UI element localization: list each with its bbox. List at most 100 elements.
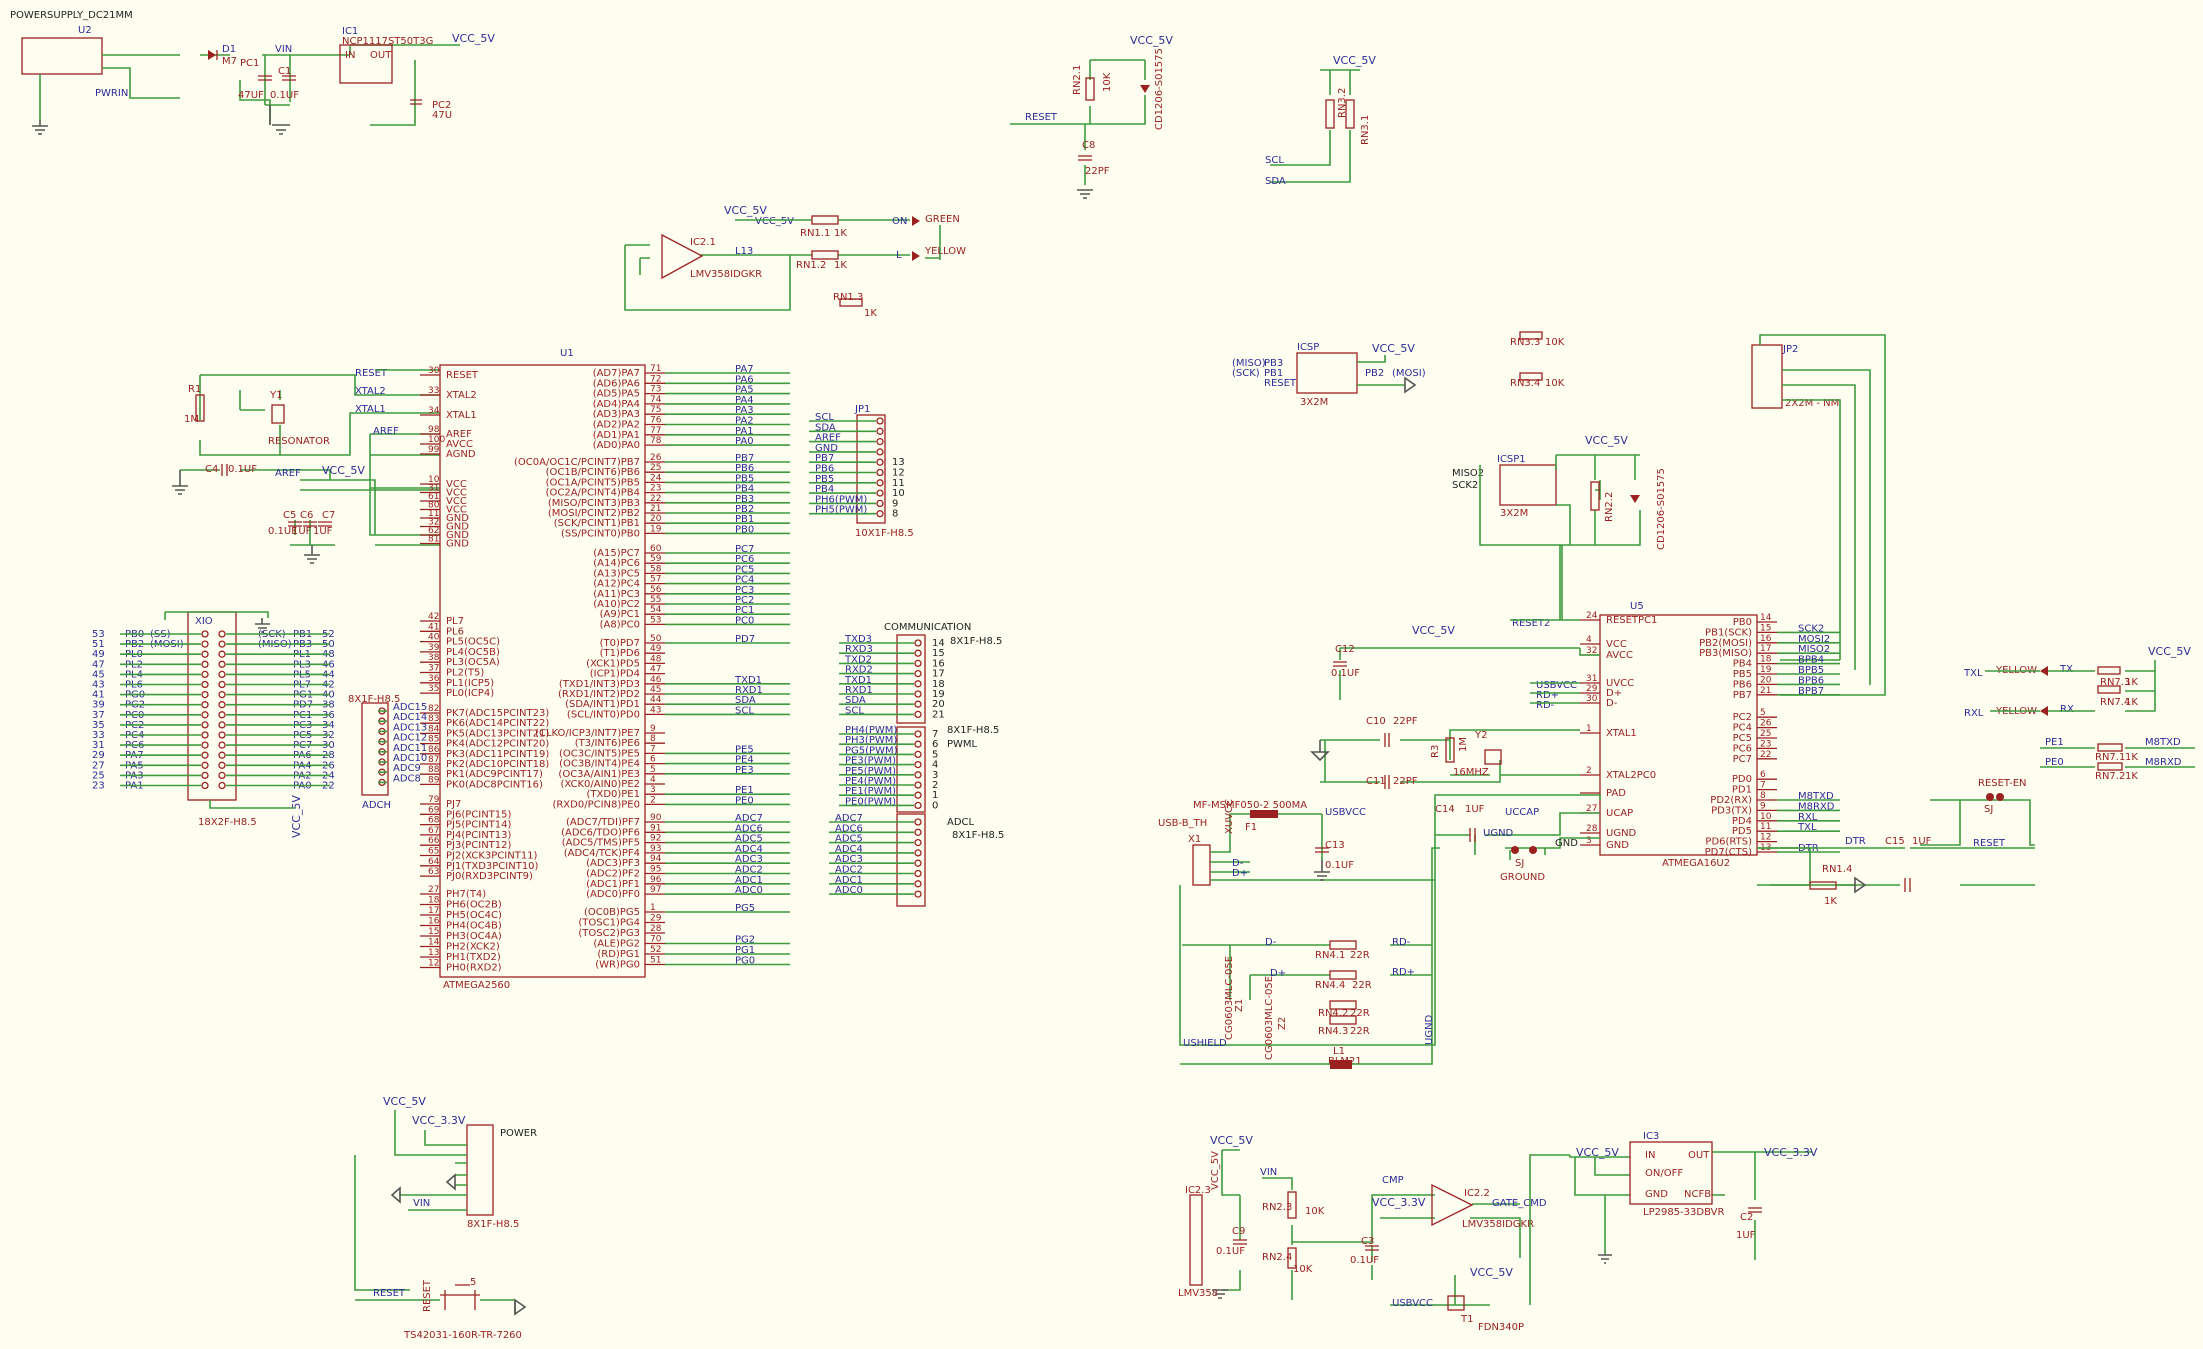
- pwml-row-net: PE0(PWM): [845, 796, 896, 807]
- icsp-pb2: PB2: [1365, 368, 1384, 379]
- u5-right-pin-number: 15: [1760, 623, 1771, 633]
- u1-right-pb-net-label: PB5: [735, 473, 754, 484]
- u5-left-pin-name: VCC: [1606, 639, 1627, 650]
- rn2-4-value: 10K: [1293, 1264, 1313, 1275]
- rn1-4-ref: RN1.4: [1822, 864, 1852, 875]
- u5-net-label: TXL: [1797, 822, 1817, 833]
- reset-en-ref: SJ: [1984, 804, 1993, 815]
- adch-row-net: ADC11: [393, 743, 427, 754]
- c14-ref: C14: [1435, 804, 1455, 815]
- xio-left-num: 53: [92, 629, 105, 640]
- c12-ref: C12: [1335, 644, 1355, 655]
- adch-header: 8X1F-H8.5 ADCH ADC15ADC14ADC13ADC12ADC11…: [348, 694, 427, 811]
- u5-left-pin-number: 4: [1586, 635, 1592, 645]
- adch-ref: ADCH: [362, 800, 391, 811]
- c6-value: 1UF: [292, 526, 312, 537]
- u1-right-pc-net-label: PC2: [735, 595, 754, 606]
- jp1-row-net: AREF: [815, 433, 841, 444]
- u5-usb-wires: [1530, 682, 1580, 704]
- comm-row-pin: [914, 680, 922, 688]
- u1-left-supply-pin-number: 80: [428, 501, 440, 511]
- u1-ref: U1: [560, 348, 574, 359]
- u5-right-pin-name: PB1(SCK): [1705, 627, 1752, 638]
- adch-row-net: ADC9: [393, 763, 421, 774]
- u1-right-pc-net-label: PC0: [735, 615, 754, 626]
- xio-pin-right: [218, 701, 226, 709]
- ic3-body: [1629, 1141, 1713, 1205]
- u5-right-pin-name: PB7: [1733, 690, 1752, 701]
- vcc5v-c5: VCC_5V: [322, 464, 365, 477]
- xio-left-num: 45: [92, 669, 105, 680]
- u1-right-pc-pin-name: (A12)PC4: [593, 579, 640, 590]
- u1-left-ph-pin-name: PH7(T4): [446, 889, 486, 900]
- jp1-row-pin: [876, 499, 884, 508]
- adch-row-net: ADC12: [393, 733, 427, 744]
- u1-left-supply-pin-number: 61: [428, 492, 439, 502]
- u1-right-pe-pin-name: (RXD0/PCIN8)PE0: [552, 799, 640, 810]
- adch-body: [361, 702, 389, 796]
- comm-row-pin: [914, 639, 922, 647]
- xio-pin-left: [201, 721, 209, 729]
- comm-row-number: 19: [932, 689, 945, 700]
- ucap-dtr: C14 1UF UCCAP UGND GND SJ GROUND DTR C15…: [1435, 799, 2035, 907]
- c11-ref: C11: [1366, 776, 1386, 787]
- ic1-pin-out: OUT: [370, 50, 392, 61]
- xio-pin-right: [218, 781, 226, 790]
- u1-right-pc-net-label: PC3: [735, 585, 754, 596]
- pwml-row-net: PE1(PWM): [845, 786, 896, 797]
- u1-support: R1 1M Y1 RESONATOR XTAL2 XTAL1 RESET ARE…: [172, 368, 440, 564]
- adcl-value: 8X1F-H8.5: [952, 830, 1004, 841]
- u1-right-pe-pin-name: (XCK0/AIN0)PE2: [560, 779, 640, 790]
- vin-net: VIN: [275, 44, 292, 55]
- u1-right-pf-pin-name: (ADC5/TMS)PF5: [562, 838, 640, 849]
- xtal2-net: XTAL2: [355, 386, 386, 397]
- u1-right-pa-pin-name: (AD2)PA2: [593, 420, 640, 431]
- pc1-ref: PC1: [240, 58, 259, 69]
- u1-right-pe-pin-number: 6: [650, 755, 656, 765]
- u1-right-pb-pin-name: (OC1A/PCINT5)PB5: [546, 477, 640, 488]
- u1-right-pd-pin-name: (XCK1)PD5: [586, 658, 640, 669]
- u1-left-power-pin-number: 33: [428, 386, 439, 396]
- comm-row-net: TXD3: [844, 634, 872, 645]
- u1-left-pk-pin-number: 85: [428, 735, 439, 745]
- u1-left-pk-pin-name: PK5(ADC13PCINT21): [446, 728, 549, 739]
- adcl-row-net: ADC7: [835, 813, 863, 824]
- u1-right-pa-net-label: PA1: [735, 426, 754, 437]
- u1-right-pe-pin-name: (T3/INT6)PE6: [575, 738, 640, 749]
- u1-left-ph-pin-name: PH5(OC4C): [446, 910, 502, 921]
- u1-left-pk-pin-number: 88: [428, 765, 440, 775]
- u1-right-pa-pin-number: 76: [650, 416, 662, 426]
- u1-left-pj-pin-number: 69: [428, 805, 440, 815]
- y2-value: 16MHZ: [1453, 767, 1489, 778]
- jp1-row-number: 8: [892, 509, 898, 520]
- adch-value: 8X1F-H8.5: [348, 694, 400, 705]
- u1-left-pk-pin-name: PK0(ADC8PCINT16): [446, 779, 543, 790]
- u1-right-pd-pin-name: (TXD1/INT3)PD3: [559, 679, 640, 690]
- u1-right-pf-net-label: ADC3: [735, 854, 763, 865]
- u5-right-pin-number: 6: [1760, 770, 1766, 780]
- u5-right-pin-name: PB6: [1733, 679, 1752, 690]
- u1-left-pj-pin-number: 64: [428, 857, 440, 867]
- xio-left-num: 49: [92, 649, 105, 660]
- u1-right-pc-pin-name: (A11)PC3: [593, 589, 640, 600]
- c3-value: 0.1UF: [1350, 1255, 1379, 1266]
- u1-right-pc-pin-name: (A15)PC7: [593, 548, 640, 559]
- reset-switch-pin: RESET: [422, 1279, 433, 1312]
- c6-ref: C6: [300, 510, 313, 521]
- u1-right-pa-net-label: PA4: [735, 395, 754, 406]
- u1-left-supply-pin-name: GND: [446, 539, 469, 550]
- reset-net-top: RESET: [1025, 112, 1058, 123]
- u5-left-pin-name: D+: [1606, 688, 1622, 699]
- dm-usb: D-: [1232, 858, 1244, 869]
- u1-left-pj-pin-number: 68: [428, 816, 440, 826]
- u1-right-pf-pin-name: (ADC4/TCK)PF4: [564, 848, 640, 859]
- vcc5v-ic23: VCC_5V: [1210, 1134, 1253, 1147]
- icsp-pb1: PB1: [1264, 368, 1283, 379]
- xio-left-num: 33: [92, 730, 105, 741]
- u1-left-pl-pin-number: 39: [428, 643, 440, 653]
- u5-left-pin-name: XTAL1: [1606, 728, 1637, 739]
- jp1-value: 10X1F-H8.5: [855, 528, 914, 539]
- u5-left-pin-name: AVCC: [1606, 650, 1633, 661]
- u1-right-pg-pin-name: (WR)PG0: [595, 960, 640, 971]
